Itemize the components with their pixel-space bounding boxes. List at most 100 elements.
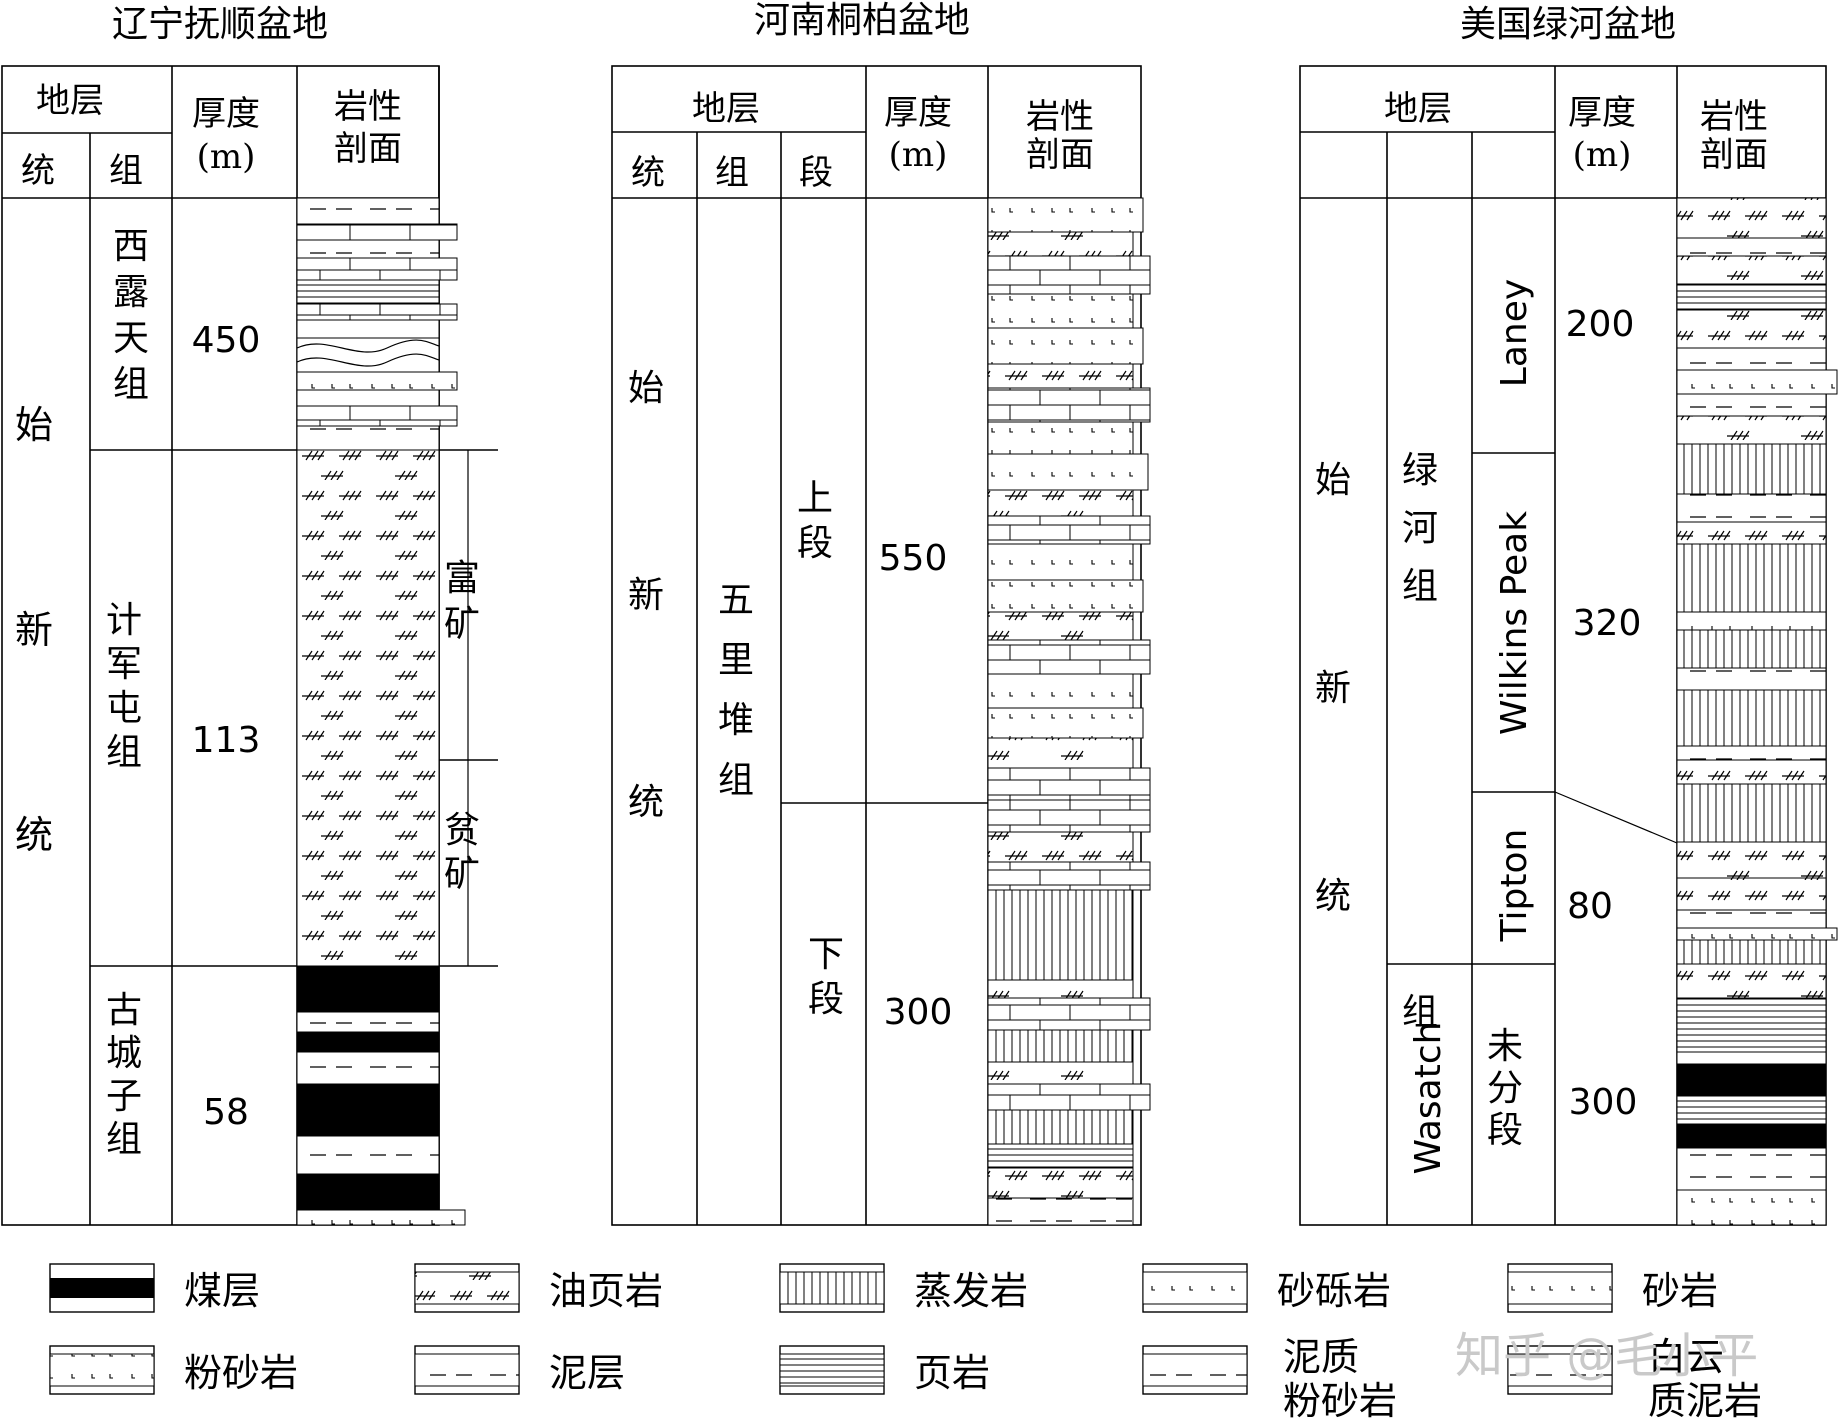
lithology-layer — [1676, 667, 1827, 691]
lithology-layer — [987, 1083, 1151, 1111]
lithology-layer — [987, 255, 1151, 295]
thickness-value: 320 — [1573, 603, 1642, 644]
label-char: 露 — [113, 272, 149, 313]
label-char: 矿 — [444, 604, 480, 645]
header-thickness: 厚度 — [884, 93, 952, 133]
label-char: 子 — [106, 1076, 142, 1117]
series-label: 始新统 — [1315, 460, 1351, 917]
label-char: 组 — [1402, 566, 1438, 607]
header-lithology: 岩性 — [1026, 97, 1094, 137]
legend-label: 油页岩 — [549, 1269, 663, 1313]
lithology-layer — [1676, 1095, 1827, 1125]
legend-item: 砂岩 — [1507, 1263, 1718, 1313]
lithology-layer — [1676, 745, 1827, 761]
lithology-layer — [1676, 309, 1827, 349]
legend-item: 粉砂岩 — [49, 1345, 298, 1395]
legend-swatch — [50, 1278, 154, 1298]
grade-label: 贫矿 — [444, 810, 480, 895]
lithology-layer — [1676, 963, 1827, 999]
lithology-layer — [987, 707, 1144, 739]
lithology-layer — [1676, 255, 1827, 285]
lithology-layer — [1676, 611, 1827, 631]
column-title: 美国绿河盆地 — [1460, 4, 1676, 45]
header-series: 统 — [21, 151, 55, 191]
lithology-layer — [987, 611, 1134, 641]
label-char: 始 — [15, 403, 53, 447]
legend-label: 质泥岩 — [1648, 1379, 1762, 1421]
lithology-layer — [987, 543, 1134, 581]
label-char: 组 — [718, 760, 754, 801]
label-char: 新 — [628, 575, 664, 616]
label-char: 里 — [718, 640, 754, 681]
lithology-layer — [1676, 415, 1827, 445]
header-stratum: 地层 — [36, 81, 104, 121]
legend-swatch — [1142, 1353, 1248, 1387]
formation-label: 组 — [1402, 992, 1438, 1033]
legend: 煤层油页岩蒸发岩砂砾岩砂岩粉砂岩泥层页岩泥质粉砂岩白云质泥岩 — [49, 1263, 1762, 1421]
lithology-layer — [1676, 369, 1838, 395]
lithology-layer — [987, 1029, 1134, 1063]
header-formation: 组 — [715, 153, 749, 193]
formation-label: 绿河组 — [1402, 450, 1438, 607]
legend-label: 白云 — [1648, 1335, 1724, 1379]
legend-label: 泥质 — [1283, 1335, 1359, 1379]
legend-swatch — [49, 1353, 155, 1387]
lithology-layer — [987, 799, 1151, 833]
label-char: 古 — [106, 990, 142, 1031]
label-char: 组 — [1402, 992, 1438, 1033]
label-char: 军 — [106, 644, 142, 685]
lithology-layer — [987, 579, 1144, 613]
label-char: 上 — [797, 478, 833, 519]
label-char: 屯 — [106, 688, 142, 729]
legend-swatch — [1507, 1353, 1613, 1387]
member-label: Tipton — [1494, 829, 1535, 943]
member-label: Wilkins Peak — [1494, 511, 1535, 735]
label-char: 堆 — [718, 700, 754, 741]
lithology-layer — [1676, 997, 1827, 1053]
lithology-layer — [987, 831, 1134, 863]
legend-swatch — [414, 1353, 520, 1387]
label-char: 组 — [106, 732, 142, 773]
thickness-value: 300 — [1569, 1082, 1638, 1123]
lithology-layer — [987, 515, 1151, 545]
member-label: Laney — [1494, 279, 1535, 387]
lithology-layer — [1676, 1147, 1827, 1191]
thickness-value: 450 — [192, 320, 261, 361]
label-char: 未 — [1487, 1026, 1523, 1067]
lithology-layer — [987, 737, 1134, 769]
header-lithology-2: 剖面 — [1700, 135, 1768, 175]
label-char: 绿 — [1402, 450, 1438, 491]
legend-label: 砂岩 — [1642, 1269, 1718, 1313]
lithology-layer — [987, 1167, 1134, 1199]
header-stratum: 地层 — [692, 89, 760, 129]
lithology-layer — [987, 387, 1151, 423]
header-member: 段 — [799, 153, 833, 193]
label-char: 新 — [1315, 668, 1351, 709]
lithology-layer — [987, 453, 1149, 491]
legend-item: 油页岩 — [414, 1263, 663, 1313]
label-char: 贫 — [444, 810, 480, 851]
lithology-layer — [987, 639, 1151, 675]
header-lithology-2: 剖面 — [334, 129, 402, 169]
legend-item: 蒸发岩 — [779, 1263, 1028, 1313]
label-char: 五 — [718, 580, 754, 621]
legend-swatch — [779, 1271, 885, 1305]
column-title: 河南桐柏盆地 — [754, 0, 970, 41]
lithology-layer — [987, 1061, 1134, 1085]
series-label: 始新统 — [15, 403, 53, 857]
label-char: 矿 — [444, 854, 480, 895]
label-char: 新 — [15, 608, 53, 652]
thickness-value: 80 — [1567, 886, 1613, 927]
lithology-layer — [1676, 237, 1827, 257]
lithology-layer — [1676, 443, 1827, 495]
label-char: 始 — [1315, 460, 1351, 501]
column-greenriver: 地层 厚度 (m) 岩性 剖面 始新统 绿河组 组 Wasatch Laney … — [1299, 65, 1838, 1226]
header-series: 统 — [631, 153, 665, 193]
label-char: 组 — [113, 364, 149, 405]
lithology-layer — [1676, 689, 1827, 747]
